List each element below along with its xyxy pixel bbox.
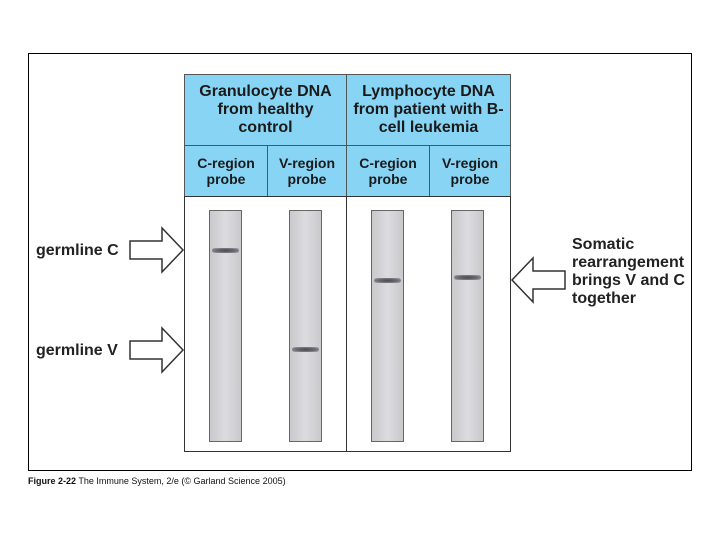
band-germline-v [292,347,319,352]
probe-header-1-text: C-region probe [197,155,255,187]
gel-lane-4 [451,210,484,442]
header-granulocyte: Granulocyte DNA from healthy control [184,74,347,146]
header-granulocyte-text: Granulocyte DNA from healthy control [199,83,332,136]
header-lymphocyte-text: Lymphocyte DNA from patient with B-cell … [353,83,504,136]
caption-figure-number: Figure 2-22 [28,476,77,486]
gel-lane-3 [371,210,404,442]
label-germline-v: germline V [36,342,118,359]
band-rearranged-c [374,278,401,283]
probe-header-2-text: V-region probe [278,155,335,187]
arrow-right-icon [129,226,185,274]
gel-lane-2 [289,210,322,442]
caption-source: The Immune System, 2/e (© Garland Scienc… [78,476,286,486]
gel-lane-1 [209,210,242,442]
arrow-left-icon [510,256,566,304]
label-germline-c: germline C [36,242,119,259]
probe-header-3-text: C-region probe [359,155,417,187]
probe-header-2: V-region probe [267,145,347,197]
band-germline-c [212,248,239,253]
probe-header-1: C-region probe [184,145,268,197]
arrow-right-icon [129,326,185,374]
label-somatic: Somatic rearrangement brings V and C tog… [572,236,685,307]
probe-header-3: C-region probe [346,145,430,197]
band-rearranged-v [454,275,481,280]
figure-caption: Figure 2-22 The Immune System, 2/e (© Ga… [28,476,286,486]
probe-header-4-text: V-region probe [441,155,498,187]
probe-header-4: V-region probe [429,145,511,197]
